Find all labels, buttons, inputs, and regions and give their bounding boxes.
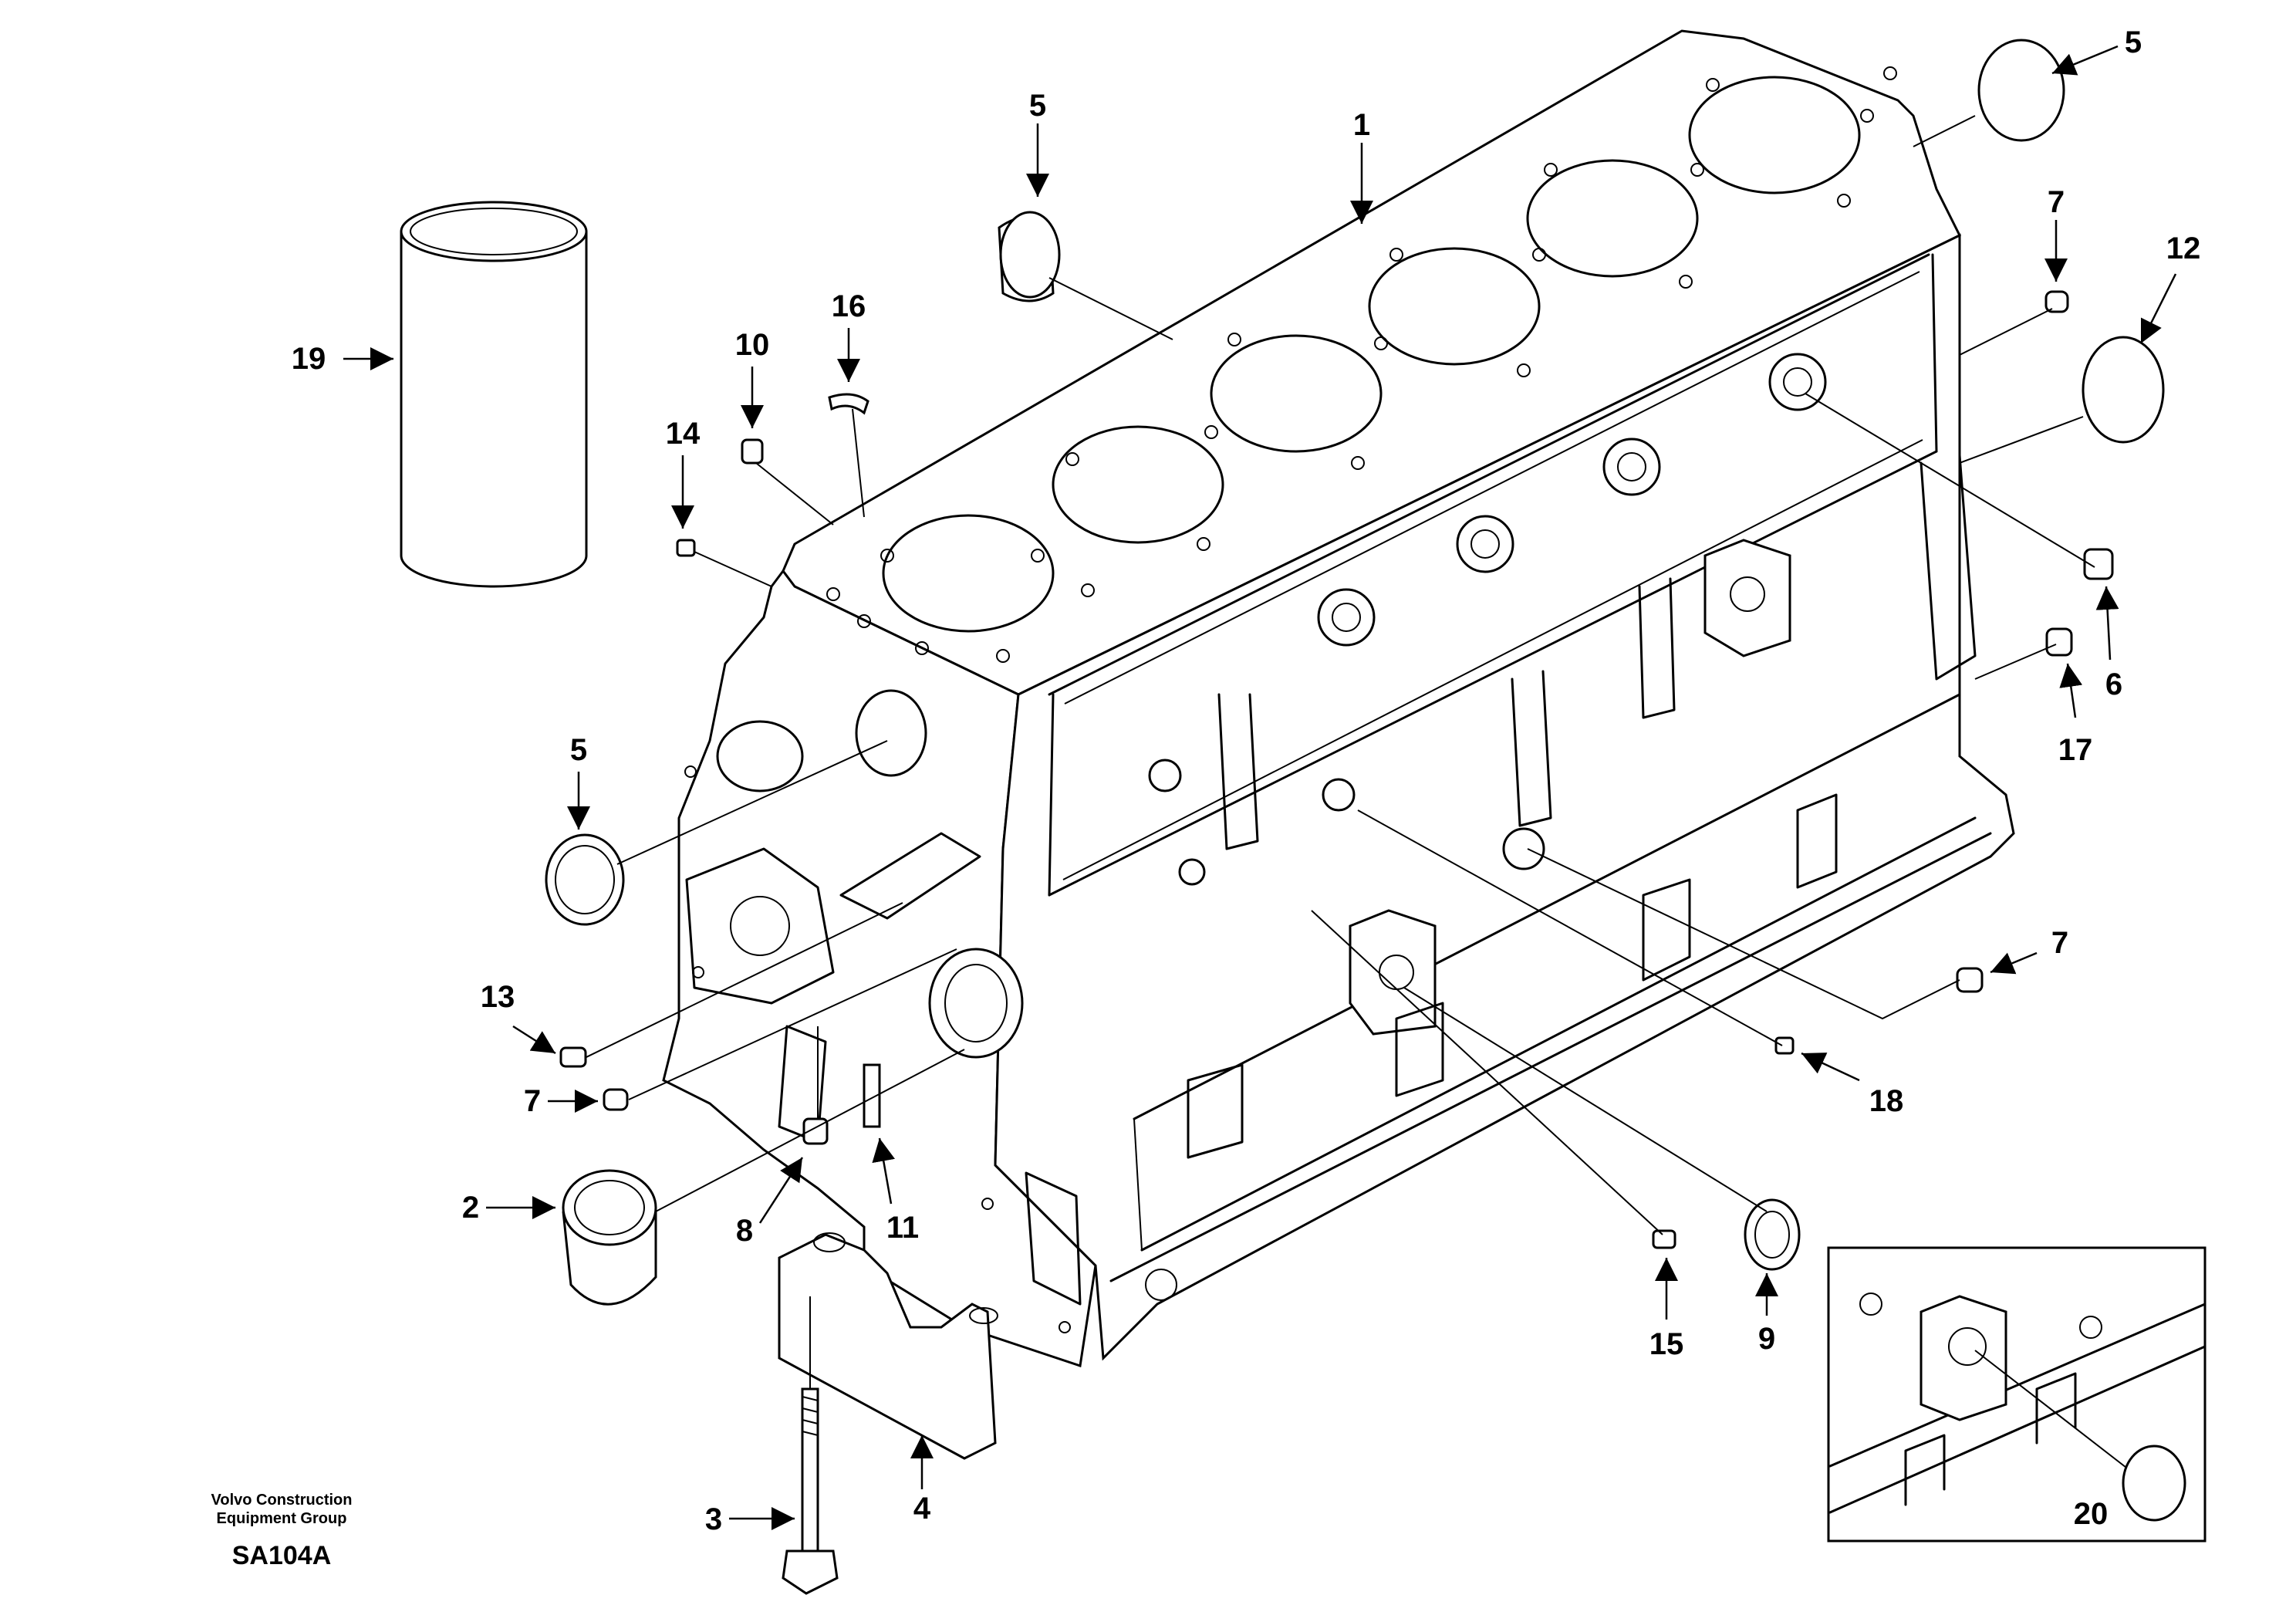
deck-holes (826, 66, 1897, 663)
callout-2: 2 (462, 1191, 479, 1225)
main-bearing-bolt (782, 1387, 839, 1595)
callout-12: 12 (2166, 231, 2201, 265)
plug-7-top (2044, 290, 2069, 313)
callout-20: 20 (2074, 1497, 2109, 1531)
callout-arrows (343, 45, 2177, 1530)
callout-17: 17 (2058, 733, 2093, 767)
sleeve-6 (2083, 548, 2114, 580)
callout-7-top: 7 (2048, 185, 2065, 219)
callout-5-front: 5 (570, 733, 587, 767)
callout-labels: 1 2 3 4 5 5 5 5 6 7 7 7 7 8 9 10 11 12 1… (292, 25, 2201, 1536)
seal-9 (1744, 1198, 1801, 1271)
callout-18: 18 (1869, 1084, 1904, 1118)
plug-18 (1774, 1036, 1795, 1055)
cylinder-bores (882, 76, 1861, 633)
callout-8: 8 (736, 1214, 753, 1248)
leader-lines (586, 115, 2095, 1389)
block-front-details (684, 689, 1177, 1333)
publisher-line-1: Volvo Construction (211, 1492, 353, 1509)
plug-7-front (603, 1088, 629, 1111)
publisher-line-2: Equipment Group (216, 1510, 347, 1527)
callout-16: 16 (832, 289, 866, 323)
callout-10: 10 (735, 328, 770, 362)
callout-5-rear: 5 (2125, 25, 2142, 59)
callout-7-bottom: 7 (2051, 926, 2068, 960)
callout-11: 11 (886, 1211, 919, 1245)
plug-16 (828, 393, 869, 415)
callout-4: 4 (913, 1492, 931, 1526)
small-parts (559, 290, 2114, 1271)
block-side-details (1148, 353, 1977, 1159)
cylinder-block (662, 29, 2015, 1367)
cylinder-liner (400, 201, 588, 588)
callout-6: 6 (2105, 667, 2122, 701)
plug-14 (676, 539, 696, 557)
callout-19: 19 (292, 342, 326, 376)
expansion-plug-rear (1977, 39, 2065, 142)
publisher-block: Volvo Construction Equipment Group SA104… (193, 1491, 370, 1571)
callout-7-front: 7 (524, 1084, 541, 1118)
crankshaft-seal-ring (562, 1169, 657, 1306)
expansion-plug-front (545, 833, 625, 926)
callout-9: 9 (1758, 1322, 1775, 1356)
sleeve-10 (741, 438, 764, 465)
plug-20 (2122, 1445, 2186, 1522)
expansion-plug-top (998, 211, 1061, 302)
callout-3: 3 (705, 1502, 722, 1536)
drawing-code: SA104A (231, 1541, 332, 1570)
callout-5-top: 5 (1029, 89, 1046, 123)
callout-15: 15 (1649, 1327, 1684, 1361)
plug-7-bottom (1956, 967, 1984, 993)
inset-detail-box (1827, 1246, 2207, 1543)
pin-11 (863, 1063, 881, 1128)
callout-13: 13 (481, 980, 515, 1014)
rear-cover (2082, 336, 2165, 444)
callout-14: 14 (666, 417, 701, 451)
callout-1: 1 (1353, 108, 1370, 142)
sleeve-17 (2045, 627, 2073, 657)
plug-15 (1652, 1229, 1676, 1249)
pin-13 (559, 1046, 587, 1068)
